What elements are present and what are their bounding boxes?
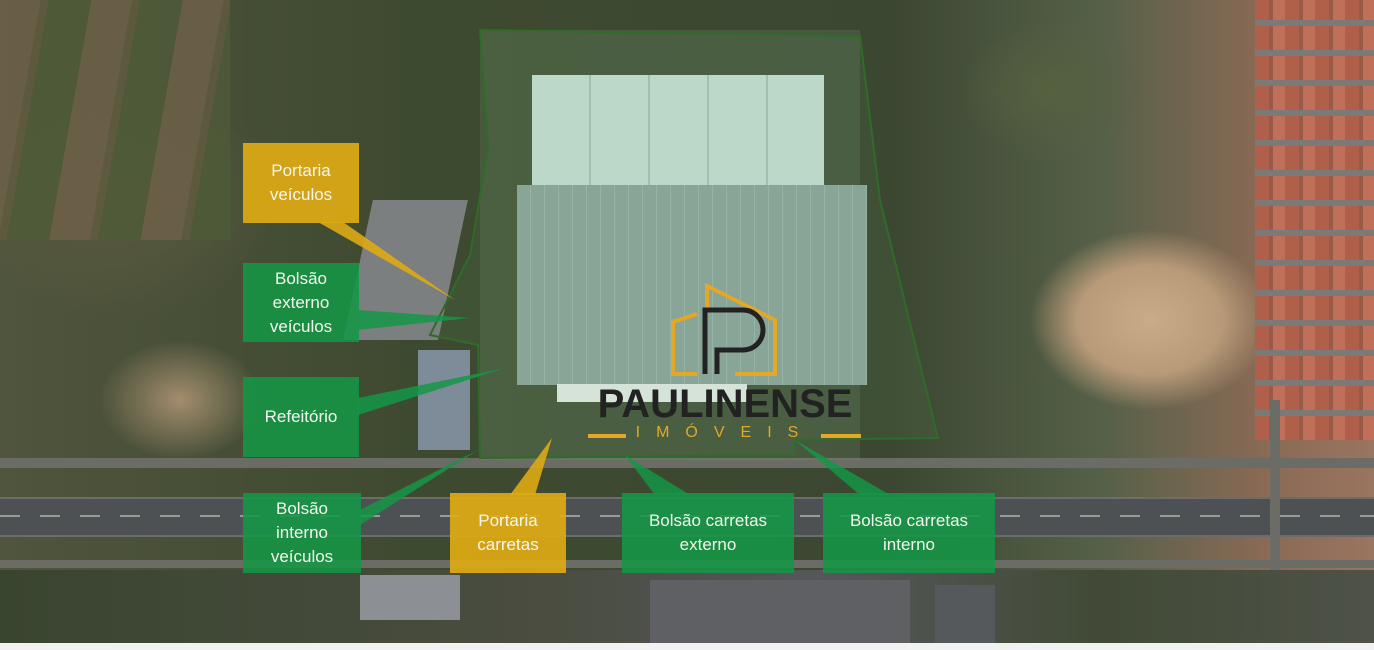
callout-label: Bolsão externo veículos	[269, 268, 333, 336]
callout-portaria-carretas: Portaria carretas	[450, 493, 566, 573]
site-boundary	[428, 28, 940, 460]
pointer-refeitorio	[358, 368, 505, 415]
warehouse-roof-main	[517, 185, 867, 385]
south-building-right	[935, 585, 995, 645]
callout-label: Refeitório	[264, 407, 338, 426]
callout-label: Bolsão carretas externo	[648, 511, 768, 554]
logo-line-right	[821, 434, 861, 438]
logo-name: PAULINENSE	[597, 382, 853, 426]
pointer-bolsao-externo	[358, 310, 470, 330]
callout-portaria-veiculos: Portaria veículos	[243, 143, 359, 223]
callout-bolsao-carretas-externo: Bolsão carretas externo	[622, 493, 794, 573]
logo-line-left	[588, 434, 626, 438]
callout-label: Bolsão interno veículos	[270, 499, 334, 566]
warehouse-roof-north	[532, 75, 824, 185]
warehouse-roof-strip	[557, 384, 747, 402]
logo-subtitle: IMÓVEIS	[635, 424, 815, 441]
bottom-edge	[0, 643, 1374, 650]
callout-label: Portaria veículos	[269, 161, 333, 204]
callout-label: Portaria carretas	[477, 511, 539, 554]
pointer-bolsao-interno	[360, 450, 478, 525]
south-building-small	[360, 575, 460, 620]
callout-refeitorio: Refeitório	[243, 377, 359, 457]
callout-bolsao-externo-veiculos: Bolsão externo veículos	[243, 263, 359, 342]
callout-bolsao-carretas-interno: Bolsão carretas interno	[823, 493, 995, 573]
pointer-bolsao-carretas-interno	[795, 440, 890, 495]
south-building	[650, 580, 910, 644]
interchange-road	[1270, 400, 1280, 650]
pointer-bolsao-carretas-externo	[625, 455, 690, 495]
paulinense-logo: PAULINENSE IMÓVEIS	[585, 282, 865, 447]
residential-area	[1255, 0, 1374, 440]
callout-bolsao-interno-veiculos: Bolsão interno veículos	[243, 493, 361, 573]
refeitorio-building	[418, 350, 470, 450]
callout-label: Bolsão carretas interno	[849, 511, 969, 554]
house-p-icon	[671, 282, 777, 376]
service-road	[0, 458, 1374, 468]
farm-fields	[0, 0, 230, 240]
pointer-portaria-veiculos	[318, 222, 455, 300]
pointer-portaria-carretas	[510, 438, 552, 495]
